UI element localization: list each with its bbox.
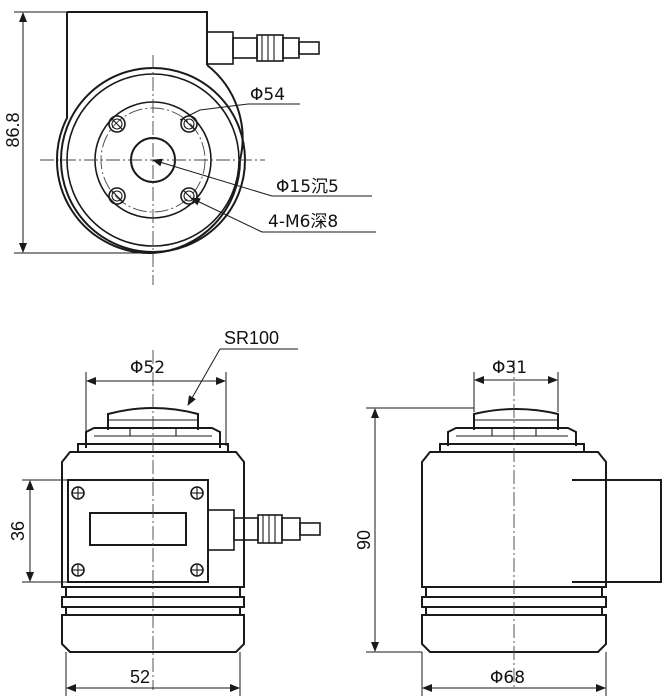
- window-height-dimension: 36: [8, 479, 68, 583]
- tapped-holes-label: 4-M6深8: [268, 212, 338, 232]
- side-view-collar: [447, 427, 577, 446]
- front-view-body: [61, 451, 245, 588]
- front-view: Φ52 SR100 36 52: [8, 328, 321, 696]
- counterbore-callout: Φ15沉5: [152, 158, 372, 197]
- front-view-cable-connector: [207, 509, 321, 551]
- height-dimension-label: 86.8: [3, 112, 23, 147]
- top-diameter-dimension: Φ52: [85, 358, 227, 446]
- screw-icon: [71, 563, 85, 577]
- circle-diameter-callout: Φ54: [179, 85, 300, 121]
- counterbore-label: Φ15沉5: [276, 177, 339, 197]
- side-view: Φ31 90 Φ68: [354, 358, 662, 696]
- screw-icon: [71, 486, 85, 500]
- tapped-hole: [108, 115, 126, 133]
- top-view-cable-connector: [206, 31, 320, 65]
- side-view-top-cap: [473, 408, 559, 430]
- height-dimension: 86.8: [3, 11, 153, 254]
- base-diameter-label: Φ68: [490, 668, 525, 688]
- total-height-label: 90: [354, 530, 374, 550]
- side-view-base: [421, 614, 607, 653]
- front-view-display-window: [89, 512, 187, 546]
- side-view-body: [421, 451, 607, 588]
- side-view-housing-box: [572, 479, 662, 583]
- tapped-holes-callout: 4-M6深8: [190, 197, 376, 233]
- front-view-base: [61, 614, 245, 653]
- sphere-radius-callout: SR100: [187, 328, 298, 406]
- window-height-label: 36: [8, 521, 28, 541]
- tapped-hole: [180, 187, 198, 205]
- side-view-shoulder: [439, 443, 585, 453]
- base-width-dimension: 52: [65, 652, 241, 696]
- top-diameter-label: Φ52: [130, 358, 165, 378]
- sphere-radius-label: SR100: [224, 328, 279, 348]
- screw-icon: [190, 486, 204, 500]
- circle-diameter-label: Φ54: [250, 85, 285, 105]
- top-view-housing-arc: [152, 64, 244, 254]
- tapped-hole: [108, 187, 126, 205]
- total-height-dimension: 90: [354, 407, 474, 653]
- top-view: 86.8 Φ54 Φ15沉5 4-M6深8: [3, 11, 376, 285]
- side-top-diameter-dimension: Φ31: [473, 358, 559, 412]
- side-top-diameter-label: Φ31: [492, 358, 527, 378]
- base-diameter-dimension: Φ68: [421, 652, 607, 696]
- screw-icon: [190, 563, 204, 577]
- base-width-label: 52: [130, 667, 150, 687]
